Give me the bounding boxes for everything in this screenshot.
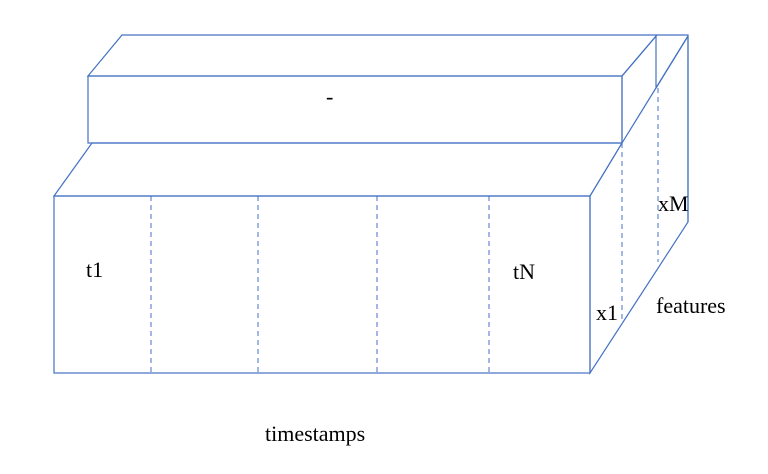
top-mark: - [326,84,333,109]
upper-block-top [86,34,659,77]
t1-label: t1 [86,257,103,282]
main-block-side [589,33,689,376]
main-block-top [52,142,624,197]
tN-label: tN [513,259,535,284]
xM-label: xM [658,191,689,216]
x1-label: x1 [596,300,618,325]
upper-block-right-top [621,35,657,77]
features-label: features [656,293,726,318]
timestamps-label: timestamps [265,421,365,446]
main-block-front [53,195,591,374]
upper-block-front [87,75,623,144]
